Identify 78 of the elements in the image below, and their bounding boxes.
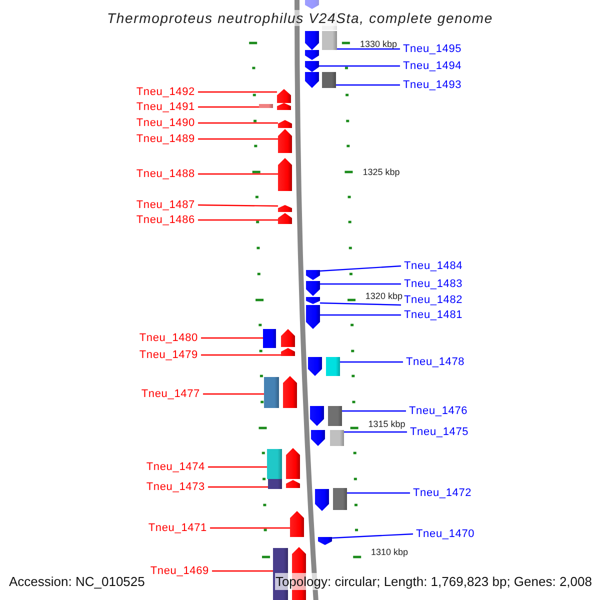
leader-line <box>198 204 278 207</box>
gene-label: Tneu_1490 <box>136 116 195 130</box>
gene-feature <box>305 50 319 60</box>
gene-feature <box>305 61 319 72</box>
gene-feature <box>263 329 295 348</box>
gene-label: Tneu_1469 <box>150 564 209 578</box>
leader-line <box>332 533 414 539</box>
map-title: Thermoproteus neutrophilus V24Sta, complete genome <box>106 9 494 27</box>
leader-line <box>198 138 278 140</box>
leader-line <box>210 527 290 529</box>
gene-feature <box>278 213 292 224</box>
leader-line <box>198 122 278 124</box>
leader-line <box>201 337 263 339</box>
position-label: 1315 kbp <box>368 419 406 429</box>
gene-feature <box>290 511 304 537</box>
gene-label: Tneu_1495 <box>403 42 462 56</box>
gene-label: Tneu_1472 <box>413 486 472 500</box>
gene-feature <box>267 448 300 479</box>
leader-line <box>198 91 277 93</box>
leader-line <box>336 84 400 86</box>
gene-label: Tneu_1474 <box>146 460 205 474</box>
gene-feature <box>315 488 347 511</box>
leader-line <box>320 302 402 306</box>
gene-feature <box>278 205 292 212</box>
gene-label: Tneu_1473 <box>146 480 205 494</box>
leader-line <box>208 486 268 488</box>
gene-label: Tneu_1476 <box>409 404 468 418</box>
gene-label: Tneu_1487 <box>136 198 195 212</box>
gene-label: Tneu_1478 <box>406 355 465 369</box>
leader-line <box>203 393 264 395</box>
topology-text: Topology: circular; Length: 1,769,823 bp; Genes: 2,008 <box>275 573 592 590</box>
leader-line <box>320 283 401 285</box>
gene-label: Tneu_1493 <box>403 78 462 92</box>
gene-feature <box>268 479 300 489</box>
leader-line <box>319 65 400 67</box>
position-label: 1310 kbp <box>371 547 408 557</box>
position-label: 1320 kbp <box>365 291 402 301</box>
gene-label: Tneu_1494 <box>403 59 462 73</box>
gene-feature <box>305 72 336 88</box>
leader-line <box>198 219 278 221</box>
leader-line <box>198 173 278 175</box>
gene-feature <box>305 31 337 50</box>
gene-feature <box>306 270 320 280</box>
gene-label: Tneu_1475 <box>410 425 469 439</box>
gene-label: Tneu_1477 <box>141 387 200 401</box>
leader-line <box>337 48 400 50</box>
position-label: 1330 kbp <box>360 39 397 49</box>
gene-label: Tneu_1484 <box>404 259 463 273</box>
gene-label: Tneu_1488 <box>136 167 195 181</box>
leader-line <box>340 361 403 363</box>
gene-label: Tneu_1471 <box>148 521 207 535</box>
leader-line <box>320 265 402 272</box>
gene-feature <box>311 430 344 446</box>
gene-feature <box>318 537 332 545</box>
gene-label: Tneu_1486 <box>136 213 195 227</box>
leader-line <box>344 431 407 433</box>
gene-label: Tneu_1491 <box>136 100 195 114</box>
leader-line <box>342 410 406 412</box>
gene-feature <box>310 406 342 426</box>
position-label: 1325 kbp <box>362 167 400 177</box>
leader-line <box>201 354 281 356</box>
leader-line <box>320 314 401 316</box>
gene-label: Tneu_1482 <box>404 293 463 307</box>
gene-label: Tneu_1481 <box>404 308 463 322</box>
leader-line <box>198 106 259 108</box>
gene-feature <box>264 376 297 408</box>
gene-feature <box>308 357 340 376</box>
gene-label: Tneu_1479 <box>139 348 198 362</box>
gene-feature <box>259 103 291 110</box>
gene-label: Tneu_1483 <box>404 277 463 291</box>
gene-feature <box>278 158 292 191</box>
gene-label: Tneu_1470 <box>416 527 475 541</box>
leader-line <box>208 466 267 468</box>
gene-label: Tneu_1480 <box>139 331 198 345</box>
leader-line <box>212 570 273 572</box>
leader-line <box>347 492 410 494</box>
gene-label: Tneu_1492 <box>136 85 195 99</box>
gene-label: Tneu_1489 <box>136 132 195 146</box>
